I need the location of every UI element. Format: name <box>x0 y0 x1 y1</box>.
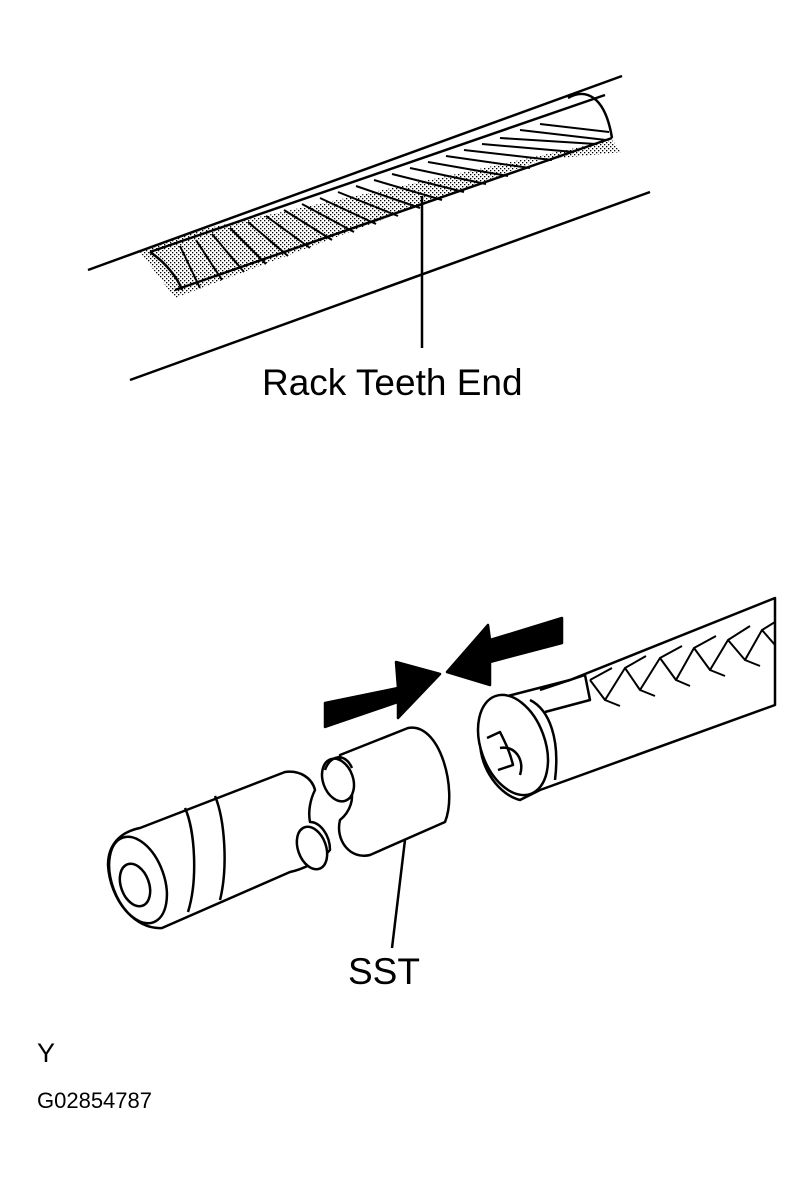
rack-end-neck <box>539 673 592 714</box>
rack-end-part <box>476 596 777 802</box>
view-letter-label: Y <box>37 1038 56 1068</box>
sst-leader-line <box>390 839 407 949</box>
sst-handle-notch <box>295 825 329 871</box>
rack-teeth-band-upper <box>149 93 606 254</box>
rack-teeth-end-label: Rack Teeth End <box>262 362 523 403</box>
sst-assembly <box>106 596 777 949</box>
figure-code-label: G02854787 <box>37 1088 152 1113</box>
rack-teeth-right-end <box>567 92 614 139</box>
sst-sleeve-body <box>337 726 451 858</box>
arrow-right-icon <box>323 660 442 729</box>
sst-handle-seam-2 <box>213 795 226 901</box>
rack-end-teeth <box>589 621 776 707</box>
rack-teeth-left-end <box>149 250 184 291</box>
sst-label: SST <box>348 951 420 992</box>
sst-handle <box>106 770 332 930</box>
rack-end-bevel <box>529 698 558 781</box>
sst-handle-seam-1 <box>183 807 196 913</box>
rack-end-face <box>476 693 550 797</box>
sst-sleeve <box>320 726 451 949</box>
rack-shaft-bottom-edge <box>129 190 651 382</box>
sst-handle-face <box>107 835 169 925</box>
arrow-left-icon <box>445 616 564 687</box>
rack-shaft-top-edge <box>87 74 623 272</box>
sst-sleeve-edge <box>323 756 354 771</box>
sst-handle-bore <box>118 862 152 908</box>
rack-end-inner <box>499 746 523 776</box>
rack-shaft-detail <box>87 74 651 382</box>
rack-teeth <box>179 123 610 289</box>
